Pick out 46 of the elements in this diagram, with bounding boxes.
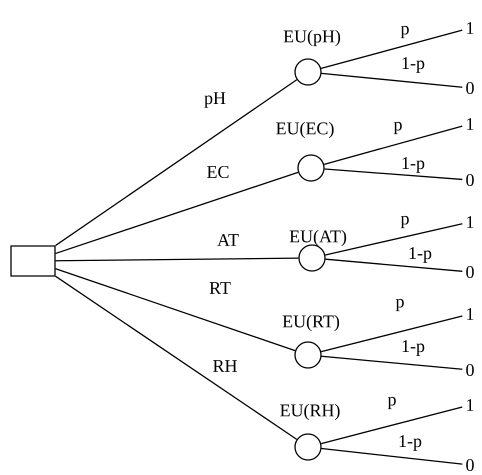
- expected-utility-label: EU(RT): [282, 314, 340, 332]
- branch-line: [326, 258, 462, 272]
- expected-utility-label: EU(AT): [290, 230, 346, 246]
- outcome-value: 1: [467, 308, 474, 320]
- outcome-value: 1: [467, 216, 474, 228]
- branch-label: 1-p: [400, 56, 426, 74]
- outcome-value: 0: [466, 82, 474, 94]
- branch-line: [324, 168, 462, 180]
- branch-label: 1-p: [400, 339, 426, 357]
- branch-label: p: [400, 214, 410, 230]
- expected-utility-label: EU(RH): [280, 404, 340, 420]
- outcome-value: 0: [466, 458, 474, 472]
- branch-label: 1-p: [400, 156, 426, 174]
- branch-label: 1-p: [407, 246, 433, 264]
- branch-line: [321, 315, 462, 352]
- branch-label: RT: [208, 281, 232, 295]
- branch-label: EC: [206, 164, 230, 180]
- branch-label: p: [392, 120, 404, 136]
- branch-line: [56, 258, 298, 262]
- outcome-value: 1: [467, 399, 474, 411]
- branch-line: [324, 126, 462, 165]
- outcome-value: 0: [466, 174, 474, 186]
- branch-line: [55, 79, 298, 246]
- expected-utility-label: EU(EC): [276, 122, 334, 138]
- branch-line: [322, 448, 462, 465]
- branch-label: 1-p: [397, 434, 423, 452]
- branch-label: p: [400, 24, 410, 40]
- branch-label: RH: [212, 359, 238, 373]
- outcome-value: 0: [466, 266, 474, 278]
- decision-box: [10, 245, 56, 277]
- branch-line: [322, 356, 462, 370]
- branch-label: pH: [203, 91, 227, 109]
- outcome-value: 1: [467, 22, 474, 34]
- branch-label: p: [386, 396, 398, 410]
- branch-line: [325, 223, 462, 256]
- branch-line: [322, 72, 462, 88]
- branch-line: [55, 172, 298, 254]
- branch-line: [55, 268, 296, 352]
- branch-label: AT: [216, 233, 240, 247]
- branch-line: [321, 29, 462, 70]
- outcome-value: 1: [467, 118, 474, 130]
- branch-line: [321, 406, 462, 444]
- branch-line: [55, 276, 298, 440]
- branch-label: p: [394, 298, 406, 312]
- outcome-value: 0: [466, 364, 474, 376]
- expected-utility-label: EU(pH): [284, 30, 340, 46]
